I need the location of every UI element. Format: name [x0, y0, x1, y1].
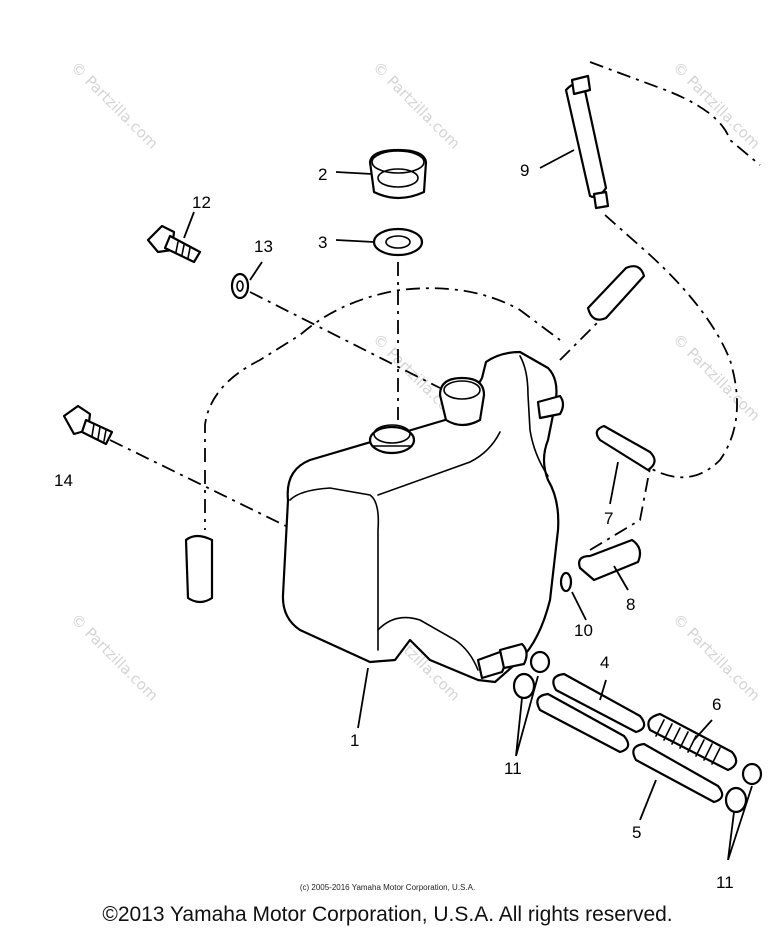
hoses: [184, 74, 724, 804]
tank-edge: [519, 355, 549, 477]
hose-routing-line: [589, 467, 651, 551]
callout-11: 11: [504, 759, 522, 778]
cap: [368, 148, 428, 200]
clip: [529, 650, 551, 674]
hose-routing-line: [204, 287, 561, 462]
hose-end: [570, 74, 592, 96]
tank-body: [281, 350, 560, 684]
callout-8: 8: [626, 595, 635, 614]
hose: [586, 265, 646, 321]
clip: [741, 762, 763, 786]
bolt-axis-line: [109, 439, 291, 529]
hose: [536, 692, 630, 754]
clip: [512, 672, 536, 700]
outlet-nipple: [498, 642, 528, 670]
hose-end: [592, 190, 610, 210]
callout-9: 9: [520, 161, 529, 180]
hose: [564, 82, 608, 199]
bolt: [146, 224, 202, 264]
clips: [512, 650, 763, 814]
spring: [647, 712, 738, 772]
watermark: © Partzilla.com: [67, 58, 162, 153]
callout-14: 14: [54, 471, 73, 490]
bolt: [62, 404, 114, 446]
hose: [595, 424, 656, 472]
tank-nipple: [536, 394, 565, 420]
callout-1: 1: [350, 731, 359, 750]
o-ring: [559, 571, 573, 593]
bolt-axis-line: [249, 291, 441, 389]
tank-fitting-rim: [443, 380, 481, 400]
oil-tank: [281, 350, 565, 684]
callout-4: 4: [600, 653, 609, 672]
filler-neck-rim: [373, 424, 411, 444]
clip: [724, 786, 748, 814]
hose: [578, 538, 642, 582]
watermark: © Partzilla.com: [67, 610, 162, 705]
watermark: © Partzilla.com: [669, 58, 764, 153]
tank-edge: [289, 487, 380, 651]
hose: [184, 534, 214, 604]
tank-recess: [377, 616, 479, 671]
hose: [552, 672, 646, 734]
tank-fitting: [438, 376, 486, 427]
callout-13: 13: [254, 237, 273, 256]
filler-neck: [368, 425, 416, 455]
callout-6: 6: [712, 695, 721, 714]
hose-routing-line: [559, 319, 601, 361]
callout-5: 5: [632, 823, 641, 842]
callout-11: 11: [716, 873, 734, 892]
hose-routing-line: [604, 214, 738, 479]
hose-routing-line: [589, 61, 761, 166]
callout-12: 12: [192, 193, 211, 212]
tank-edge: [377, 431, 501, 496]
watermark: © Partzilla.com: [669, 610, 764, 705]
callout-2: 2: [318, 165, 327, 184]
washer: [230, 272, 250, 300]
watermark: © Partzilla.com: [369, 58, 464, 153]
callout-10: 10: [574, 621, 593, 640]
callout-3: 3: [318, 233, 327, 252]
hose: [632, 742, 724, 804]
copyright-small: (c) 2005-2016 Yamaha Motor Corporation, …: [299, 883, 476, 892]
callouts: 1 2 3 4 5 6 7 8 9 10 11 11 12 13 14: [54, 161, 734, 892]
leader-lines: [183, 149, 753, 861]
watermark: © Partzilla.com: [669, 330, 764, 425]
copyright-notice: ©2013 Yamaha Motor Corporation, U.S.A. A…: [102, 903, 673, 926]
callout-7: 7: [604, 509, 613, 528]
gasket: [372, 227, 424, 257]
